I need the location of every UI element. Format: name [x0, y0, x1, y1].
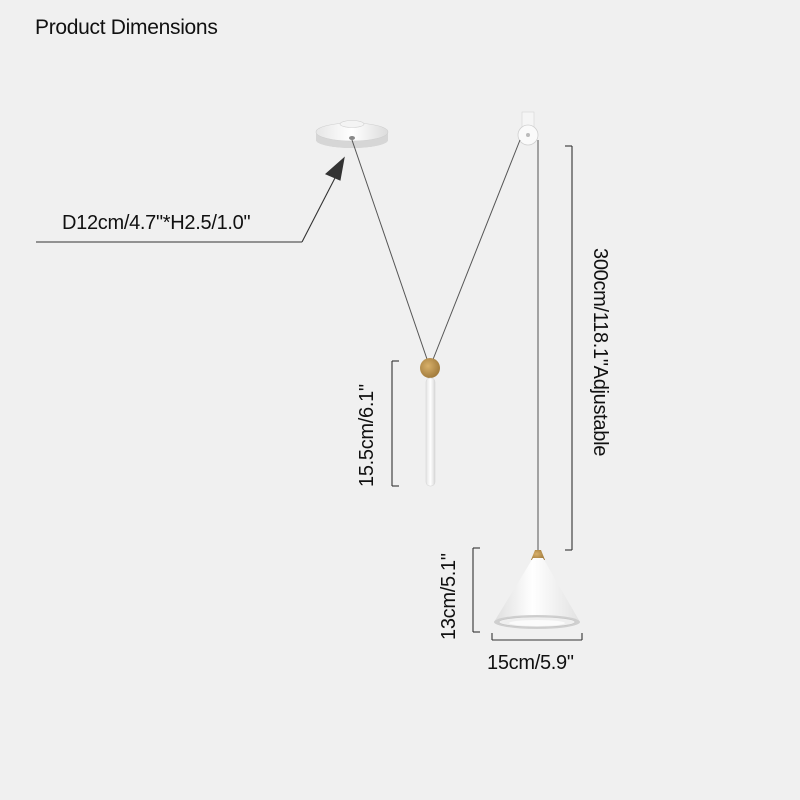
- shade-height-bracket: [472, 547, 480, 633]
- shade-width-label: 15cm/5.9": [487, 652, 574, 674]
- suspension-cables: [351, 139, 539, 552]
- cable-length-bracket: [565, 145, 573, 551]
- page-title: Product Dimensions: [35, 16, 218, 39]
- shade-height-label: 13cm/5.1": [438, 553, 460, 640]
- cone-shade: [494, 550, 580, 629]
- ceiling-pulley: [517, 111, 539, 146]
- ceiling-canopy: [315, 120, 389, 148]
- counterweight: [420, 358, 440, 487]
- canopy-leader-arrow: [36, 156, 345, 243]
- counterweight-height-bracket: [391, 360, 399, 487]
- shade-width-bracket: [491, 633, 583, 641]
- counterweight-height-label: 15.5cm/6.1": [356, 384, 378, 487]
- cable-length-label: 300cm/118.1"Adjustable: [589, 248, 611, 457]
- canopy-dimension-label: D12cm/4.7"*H2.5/1.0": [62, 212, 251, 234]
